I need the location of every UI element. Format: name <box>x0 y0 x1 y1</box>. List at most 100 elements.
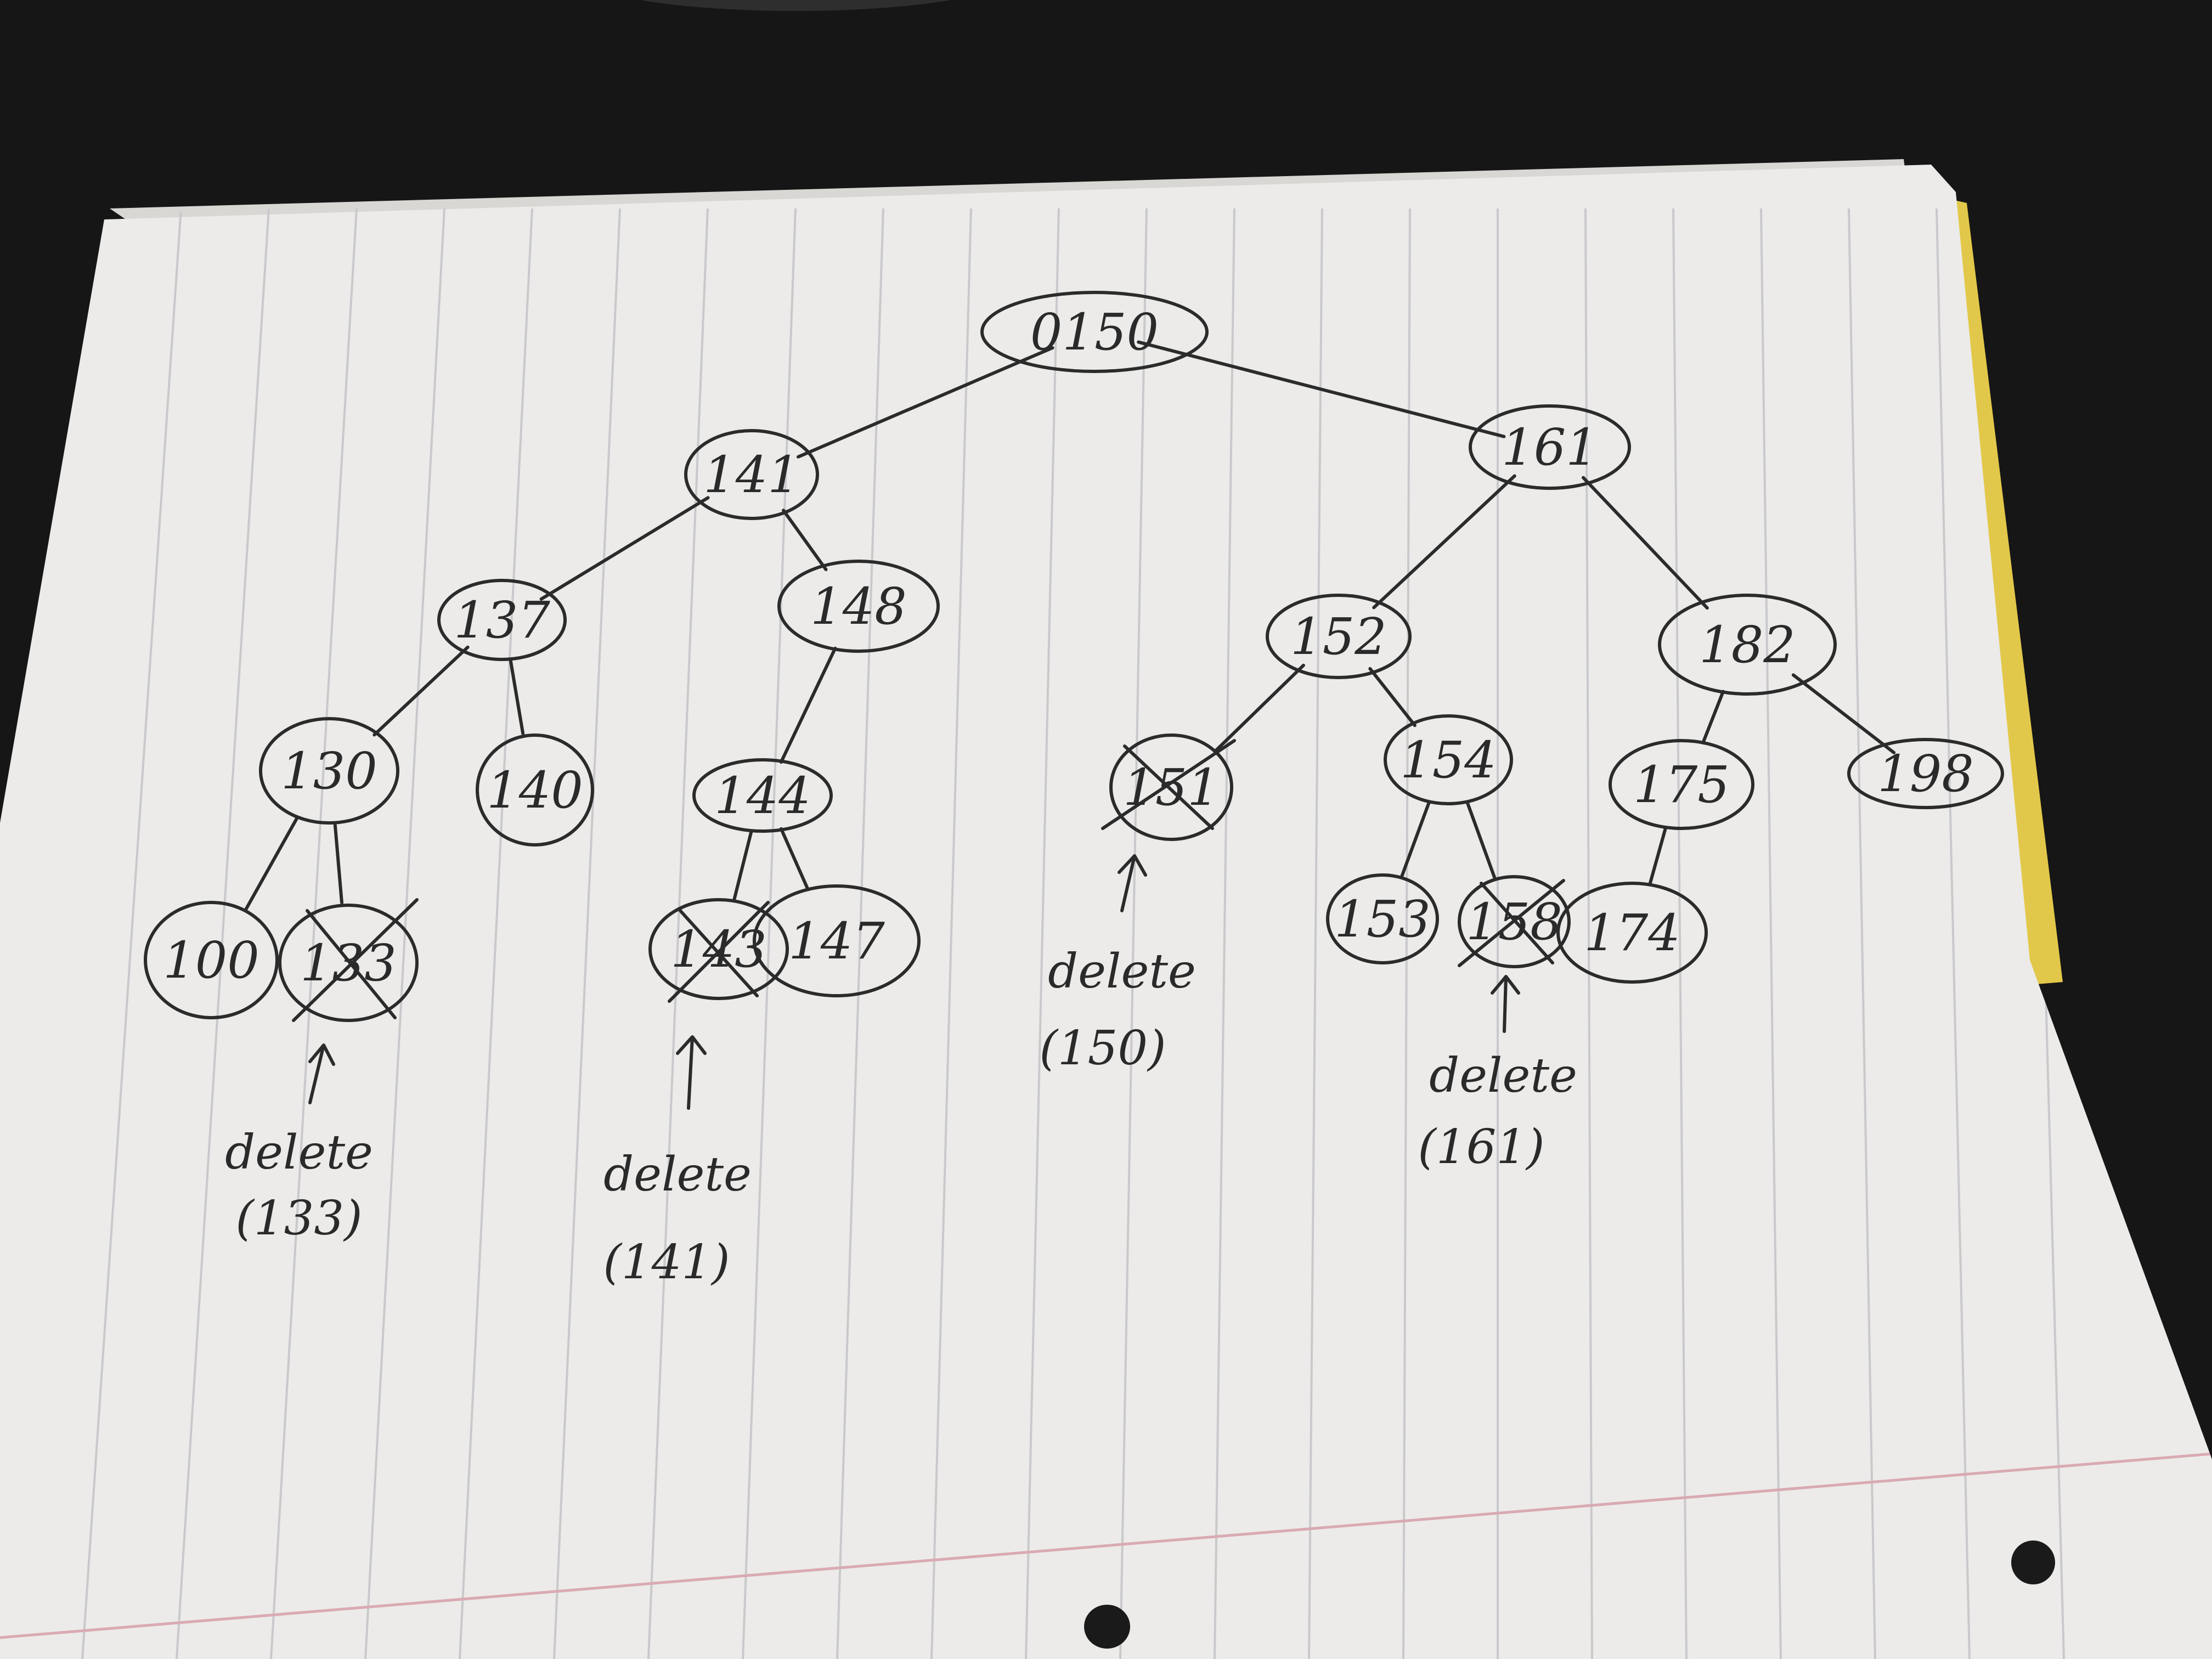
node-100: 100 <box>144 901 279 1019</box>
ruled-line <box>1672 208 1688 1659</box>
punch-hole <box>2011 1541 2055 1584</box>
tree-edge <box>1701 690 1725 744</box>
svg-text:151: 151 <box>1123 758 1220 817</box>
annotation-delete-133: delete (133) <box>225 1043 373 1246</box>
node-0150: 0150 <box>980 291 1209 373</box>
node-147: 147 <box>753 884 921 997</box>
node-140: 140 <box>476 733 594 847</box>
svg-text:140: 140 <box>487 761 583 820</box>
svg-text:182: 182 <box>1699 616 1796 674</box>
ruled-line <box>1402 208 1411 1659</box>
node-141: 141 <box>684 429 819 520</box>
annotation-delete-150: delete (150) <box>1039 854 1196 1076</box>
node-130: 130 <box>259 717 399 825</box>
delete-annotations: delete (133) delete (141) delete (150) d… <box>225 854 1577 1290</box>
tree-edge <box>244 815 300 911</box>
tree-edge <box>782 509 828 572</box>
ruled-lines <box>81 208 2065 1659</box>
svg-text:(150): (150) <box>1039 1021 1166 1076</box>
ruled-line <box>553 208 621 1659</box>
tree-edges <box>244 340 1896 911</box>
annotation-delete-161: delete (161) <box>1418 975 1577 1175</box>
svg-text:delete: delete <box>1048 944 1196 999</box>
ruled-line <box>930 208 972 1659</box>
svg-text:100: 100 <box>163 931 259 990</box>
ruled-line <box>1308 208 1323 1659</box>
tree-edge <box>1372 474 1516 610</box>
ruled-line <box>364 208 445 1659</box>
tree-edge <box>1791 673 1896 754</box>
svg-text:(141): (141) <box>603 1235 730 1290</box>
node-152: 152 <box>1266 594 1412 679</box>
node-161: 161 <box>1469 404 1631 490</box>
punch-hole <box>1084 1605 1130 1649</box>
ruled-line <box>742 208 797 1659</box>
svg-text:153: 153 <box>1334 890 1431 949</box>
tree-edge <box>373 645 470 737</box>
ruled-line <box>270 208 358 1659</box>
tree-edge <box>1581 476 1709 610</box>
svg-text:delete: delete <box>603 1147 752 1202</box>
tree-edge <box>509 659 525 735</box>
tree-edge <box>1400 800 1431 878</box>
tree-edge <box>779 646 837 764</box>
tree-edge <box>1137 340 1506 438</box>
ruled-line <box>81 208 182 1659</box>
svg-text:198: 198 <box>1877 744 1974 803</box>
svg-text:delete: delete <box>1429 1048 1577 1103</box>
svg-text:152: 152 <box>1290 607 1387 666</box>
tree-edge <box>539 496 710 601</box>
node-151-crossed: 151 <box>1101 733 1236 841</box>
ruled-line <box>1214 208 1235 1659</box>
ruled-line <box>459 208 533 1659</box>
svg-text:(161): (161) <box>1418 1120 1544 1175</box>
paper-markings <box>0 208 2212 1659</box>
node-153: 153 <box>1326 873 1439 964</box>
tree-edge <box>732 830 753 901</box>
tree-edge <box>796 346 1054 459</box>
node-144: 144 <box>692 758 833 833</box>
ruled-line <box>1025 208 1060 1659</box>
node-182: 182 <box>1658 594 1837 696</box>
svg-text:143: 143 <box>670 920 767 979</box>
tree-edge <box>779 827 810 891</box>
svg-text:174: 174 <box>1584 904 1680 962</box>
svg-text:141: 141 <box>703 445 800 504</box>
svg-text:0150: 0150 <box>1030 303 1159 362</box>
node-154: 154 <box>1384 714 1513 805</box>
margin-line <box>0 1452 2212 1639</box>
svg-text:137: 137 <box>454 591 550 650</box>
ruled-line <box>1848 208 1876 1659</box>
ruled-line <box>176 208 270 1659</box>
svg-text:144: 144 <box>714 766 811 825</box>
node-148: 148 <box>777 560 940 653</box>
node-158-crossed: 158 <box>1458 875 1571 968</box>
node-133-crossed: 133 <box>278 898 419 1022</box>
node-175: 175 <box>1609 739 1754 830</box>
tree-edge <box>333 823 343 905</box>
node-143-crossed: 143 <box>648 898 789 1003</box>
svg-text:130: 130 <box>281 742 377 800</box>
ruled-line <box>1936 208 1971 1659</box>
svg-text:175: 175 <box>1633 755 1730 814</box>
node-198: 198 <box>1847 738 2004 809</box>
ruled-line <box>1760 208 1782 1659</box>
svg-text:147: 147 <box>788 912 885 970</box>
ruled-line <box>1584 208 1593 1659</box>
object-shadow-top <box>640 0 951 11</box>
svg-text:(133): (133) <box>235 1191 362 1246</box>
tree-edge <box>1368 667 1417 727</box>
ruled-line <box>836 208 884 1659</box>
svg-text:154: 154 <box>1400 731 1497 789</box>
svg-text:delete: delete <box>225 1125 373 1180</box>
svg-text:161: 161 <box>1502 418 1598 477</box>
paper-sheet <box>0 165 2212 1659</box>
tree-edge <box>1214 663 1305 753</box>
ruled-line <box>1119 208 1148 1659</box>
node-174: 174 <box>1556 882 1708 984</box>
tree-edge <box>1648 826 1667 885</box>
tree-nodes: 0150 141 161 137 148 152 182 130 <box>144 291 2004 1022</box>
svg-text:148: 148 <box>810 577 907 636</box>
annotation-delete-141: delete (141) <box>603 1035 752 1290</box>
